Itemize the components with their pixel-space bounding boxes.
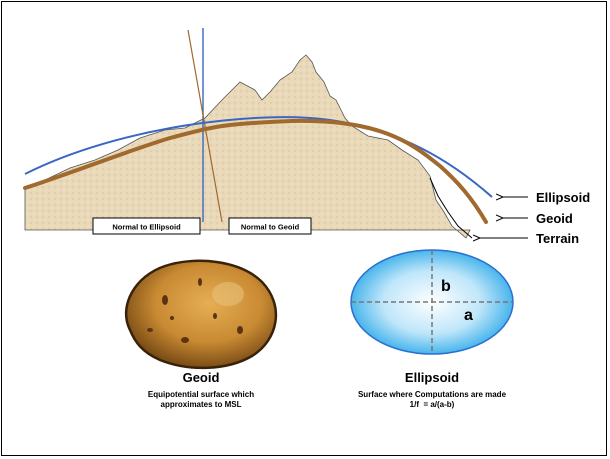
legend-geoid: Geoid (536, 211, 573, 226)
normal-to-geoid-label: Normal to Geoid (229, 218, 311, 234)
ellipsoid-title: Ellipsoid (405, 370, 459, 385)
normal-to-ellipsoid-text: Normal to Ellipsoid (112, 223, 181, 232)
legend-terrain: Terrain (536, 231, 579, 246)
ellipsoid-caption-line2: 1/f = a/(a-b) (410, 400, 455, 409)
axis-b-label: b (441, 278, 451, 295)
ellipsoid-caption-line1: Surface where Computations are made (358, 390, 507, 399)
normal-to-ellipsoid-label: Normal to Ellipsoid (93, 218, 200, 234)
geoid-caption-line1: Equipotential surface which (148, 390, 254, 399)
geoid-caption-line2: approximates to MSL (161, 400, 242, 409)
ellipsoid-illustration: b a (351, 250, 513, 354)
normal-to-geoid-text: Normal to Geoid (241, 223, 300, 232)
legend-ellipsoid: Ellipsoid (536, 190, 590, 205)
geoid-title: Geoid (183, 370, 220, 385)
axis-a-label: a (464, 307, 473, 324)
geoid-potato-illustration (126, 261, 276, 368)
